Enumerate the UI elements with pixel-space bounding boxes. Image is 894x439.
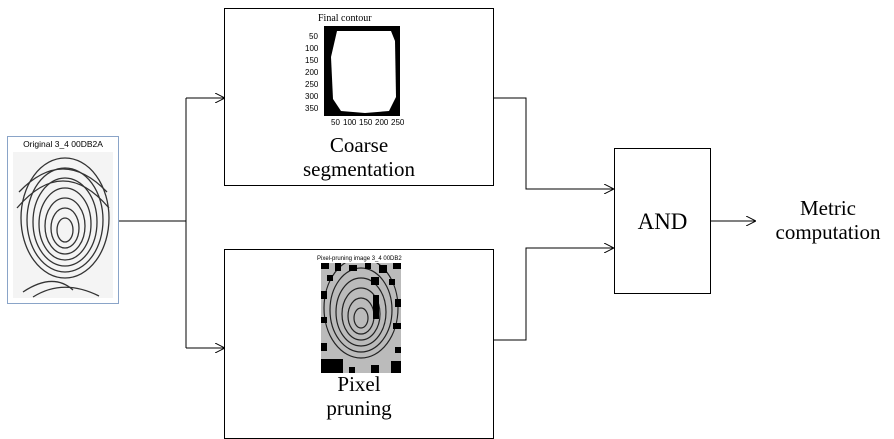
arrow-coarse-to-and: [494, 97, 613, 189]
coarse-xtick-50: 50: [331, 118, 340, 127]
input-caption: Original 3_4 00DB2A: [23, 139, 103, 149]
coarse-ytick-300: 300: [305, 92, 319, 101]
pixel-pruning-block: Pixel-pruning image 3_4 00DB2: [224, 249, 494, 439]
arrow-pruning-to-and: [494, 248, 613, 341]
coarse-xtick-200: 200: [375, 118, 389, 127]
output-label: Metric computation: [762, 196, 894, 244]
coarse-ytick-350: 350: [305, 104, 319, 113]
output-label-line2: computation: [775, 220, 881, 245]
coarse-label-line1: Coarse: [329, 133, 389, 157]
connection-wires: [119, 0, 894, 428]
and-label: AND: [637, 209, 688, 234]
output-label-line1: Metric: [800, 196, 856, 220]
coarse-ytick-50: 50: [309, 32, 318, 41]
coarse-mask-image: [331, 31, 396, 113]
coarse-xtick-150: 150: [359, 118, 373, 127]
coarse-ytick-100: 100: [305, 44, 319, 53]
coarse-ytick-250: 250: [305, 80, 319, 89]
pruning-label-line1: Pixel: [337, 372, 381, 396]
pruning-label-line2: pruning: [326, 396, 392, 421]
and-block: AND: [614, 148, 711, 294]
pruning-plot-title: Pixel-pruning image 3_4 00DB2: [317, 256, 402, 262]
coarse-ytick-150: 150: [305, 56, 319, 65]
coarse-label-line2: segmentation: [303, 157, 415, 182]
coarse-segmentation-block: Final contour 50 100 150 200 250 300 350…: [224, 8, 494, 186]
coarse-ytick-200: 200: [305, 68, 319, 77]
pruning-label: Pixel pruning: [225, 372, 493, 420]
coarse-plot-title: Final contour: [318, 13, 372, 24]
input-fingerprint-panel: Original 3_4 00DB2A: [7, 136, 119, 304]
pruning-image: [321, 263, 401, 373]
coarse-label: Coarse segmentation: [225, 133, 493, 181]
coarse-xtick-250: 250: [391, 118, 405, 127]
coarse-plot-frame: [324, 26, 400, 116]
coarse-xtick-100: 100: [343, 118, 357, 127]
fingerprint-image: [13, 152, 113, 298]
